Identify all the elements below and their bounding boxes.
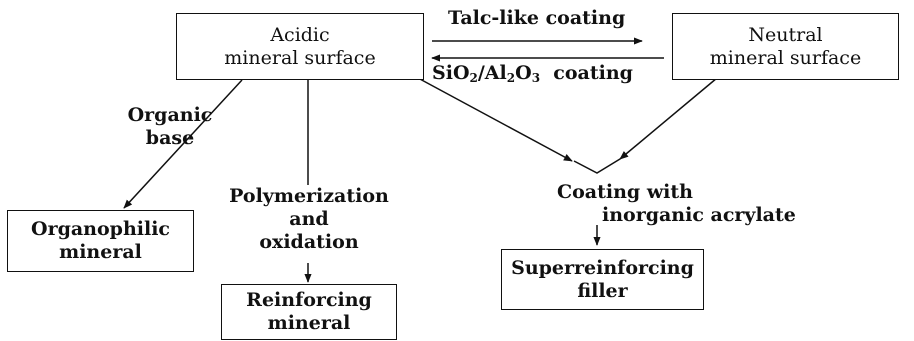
node-organophilic-line2: mineral [59, 241, 142, 263]
sio2-sub1: 2 [469, 71, 478, 85]
node-acidic-line2: mineral surface [224, 46, 376, 69]
node-neutral-line2: mineral surface [709, 46, 862, 69]
polymerization-line3: oxidation [259, 231, 359, 253]
node-acidic-mineral-surface: Acidic mineral surface [176, 13, 424, 80]
coating-line1: Coating with [557, 181, 693, 203]
edge-label-coating-inorganic-acrylate: Coating with inorganic acrylate [530, 181, 796, 227]
node-superreinforcing-filler: Superreinforcing filler [501, 249, 704, 310]
node-reinforcing-line2: mineral [267, 312, 351, 334]
sio2-part2: /Al [477, 62, 507, 84]
sio2-part1: SiO [432, 62, 470, 84]
organic-base-line1: Organic [127, 104, 213, 126]
node-reinforcing-line1: Reinforcing [246, 289, 372, 311]
arrow-acidic-to-junction [417, 77, 573, 162]
sio2-part4: coating [553, 62, 633, 84]
node-acidic-line1: Acidic [270, 23, 330, 46]
polymerization-line1: Polymerization [229, 185, 389, 207]
node-organophilic-line1: Organophilic [31, 218, 170, 240]
node-neutral-mineral-surface: Neutral mineral surface [672, 13, 899, 80]
polymerization-line2: and [289, 208, 329, 230]
node-reinforcing-mineral: Reinforcing mineral [221, 284, 397, 340]
node-superreinforcing-line1: Superreinforcing [511, 256, 694, 279]
arrow-acidic-to-organophilic [123, 79, 243, 209]
edge-label-talc-like-coating: Talc-like coating [448, 7, 626, 29]
organic-base-line2: base [145, 127, 195, 149]
sio2-sub2: 2 [506, 71, 516, 85]
edge-label-sio2-al2o3-coating: SiO2/Al2O3 coating [432, 62, 633, 90]
edge-label-organic-base: Organic base [120, 104, 220, 150]
coating-line2: inorganic acrylate [602, 204, 796, 226]
arrow-neutral-to-junction [619, 77, 718, 160]
edge-label-polymerization-oxidation: Polymerization and oxidation [218, 185, 400, 254]
node-organophilic-mineral: Organophilic mineral [7, 210, 194, 272]
sio2-part3: O [515, 62, 532, 84]
node-neutral-line1: Neutral [748, 23, 823, 46]
node-superreinforcing-line2: filler [577, 279, 628, 302]
junction-v [573, 158, 621, 174]
sio2-sub3: 3 [531, 71, 541, 85]
